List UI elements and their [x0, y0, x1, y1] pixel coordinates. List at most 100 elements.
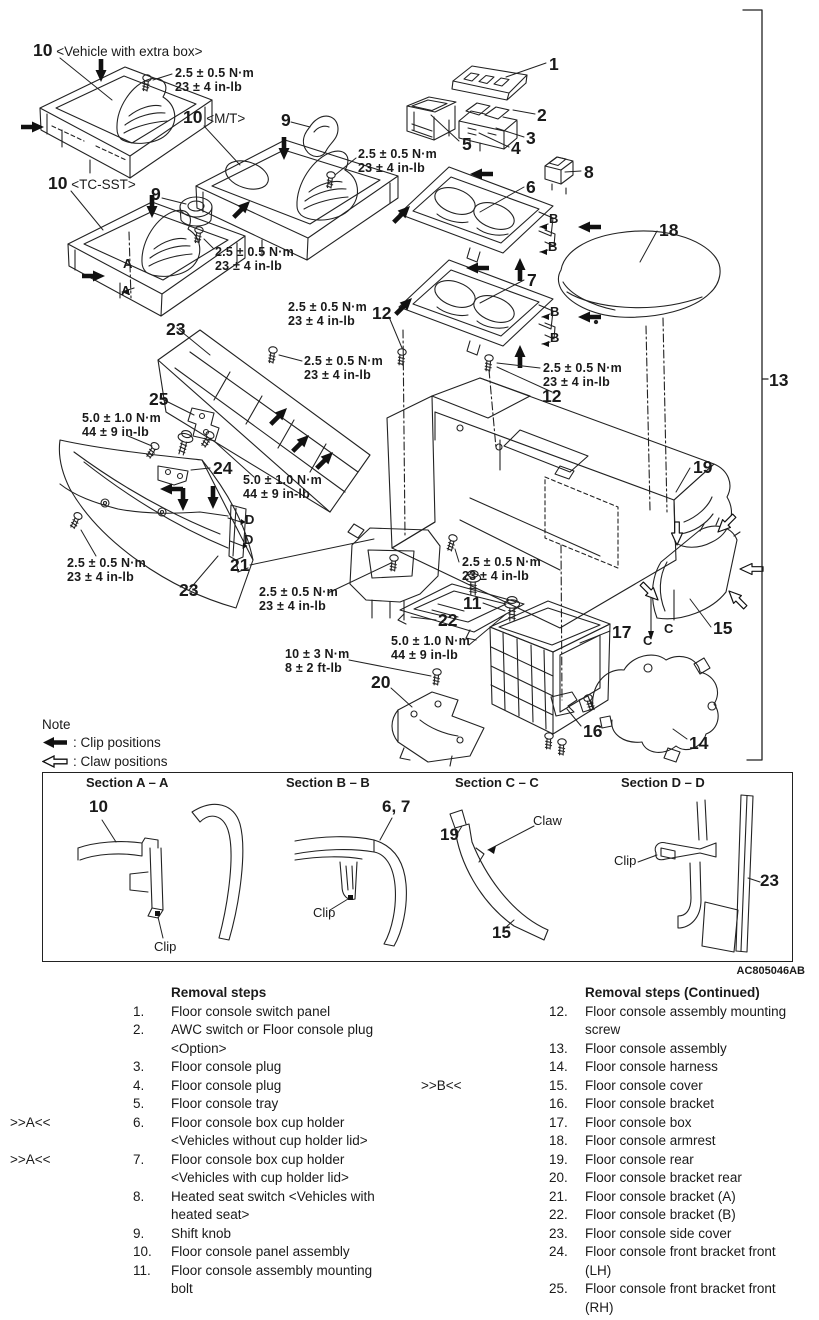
callout-19: 19 [693, 457, 713, 477]
callout-15: 15 [713, 618, 733, 638]
callout-4: 4 [511, 138, 521, 158]
callout-18: 18 [659, 220, 679, 240]
callout-24: 24 [213, 458, 233, 478]
torque-label: 2.5 ± 0.5 N·m 23 ± 4 in-lb [304, 354, 383, 382]
doc-code: AC805046AB [736, 965, 805, 977]
part-20-bracket-rear [392, 692, 484, 766]
section-b-b-art [295, 818, 406, 946]
step-text: Floor console front bracket front(RH) [585, 1281, 776, 1315]
step-number: 8. [133, 1188, 145, 1204]
callout-16: 16 [583, 721, 603, 741]
torque-label: 2.5 ± 0.5 N·m 23 ± 4 in-lb [175, 66, 254, 94]
step-number: 25. [549, 1281, 568, 1296]
section-view-label: 6, 7 [382, 797, 411, 816]
step-text: Floor console armrest [585, 1133, 716, 1148]
removal-step-item: 18.Floor console armrest [421, 1132, 819, 1151]
part-2-3-4-switches [459, 103, 517, 151]
part-16-bracket [551, 692, 577, 716]
note-title: Note [42, 717, 71, 732]
removal-steps-heading-left: Removal steps [171, 985, 267, 1000]
removal-steps-left: Removal steps 1.Floor console switch pan… [0, 984, 420, 1299]
removal-step-item: 3.Floor console plug [0, 1058, 420, 1077]
section-view-label: 10 [89, 797, 108, 816]
step-text: Shift knob [171, 1225, 232, 1241]
part-10-panel-extra-box [40, 67, 212, 178]
section-view-label: Clip [154, 939, 177, 954]
step-text: Floor console box [585, 1114, 692, 1130]
removal-step-item: 21.Floor console bracket (A) [421, 1188, 819, 1207]
torque-label: 2.5 ± 0.5 N·m 23 ± 4 in-lb [215, 245, 294, 273]
callout-10: 10 <TC-SST> [48, 173, 136, 193]
callout-1: 1 [549, 54, 559, 74]
callout-23: 23 [166, 319, 186, 339]
torque-label: 5.0 ± 1.0 N·m 44 ± 9 in-lb [82, 411, 161, 439]
section-view-label: Clip [313, 905, 336, 920]
step-text: Floor console bracket rear [585, 1170, 742, 1185]
section-views-box [42, 772, 793, 962]
step-marker: >>B<< [421, 1077, 462, 1093]
callout-10: 10 <Vehicle with extra box> [33, 40, 203, 60]
callout-9: 9 [151, 184, 161, 204]
callout-2: 2 [537, 105, 547, 125]
removal-step-item: 1.Floor console switch panel [0, 1003, 420, 1022]
step-number: 24. [549, 1244, 568, 1259]
torque-label: 2.5 ± 0.5 N·m 23 ± 4 in-lb [259, 585, 338, 613]
note-legend-row: : Claw positions [42, 752, 262, 771]
section-view-label: 19 [440, 825, 459, 844]
step-number: 15. [549, 1077, 568, 1093]
section-title-3: Section D – D [621, 775, 705, 790]
torque-label: 2.5 ± 0.5 N·m 23 ± 4 in-lb [543, 361, 622, 389]
section-view-label: Clip [614, 853, 637, 868]
removal-step-item: 20. Floor console bracket rear [421, 1169, 819, 1188]
callout-20: 20 [371, 672, 391, 692]
step-marker: >>A<< [10, 1151, 51, 1167]
callout-6: 6 [526, 177, 536, 197]
callout-13: 13 [769, 370, 789, 390]
callout-suffix: <TC-SST> [67, 177, 136, 192]
note-legend-text: : Clip positions [73, 735, 161, 750]
section-title-1: Section B – B [286, 775, 370, 790]
step-text: Floor console bracket (B) [585, 1207, 736, 1222]
removal-step-item: >>B<<15.Floor console cover [421, 1077, 819, 1096]
callout-5: 5 [462, 134, 472, 154]
torque-label: 5.0 ± 1.0 N·m 44 ± 9 in-lb [243, 473, 322, 501]
step-text: Floor console rear [585, 1151, 694, 1167]
step-text: Floor console plug [171, 1059, 282, 1074]
part-1-switch-panel [452, 66, 527, 100]
step-number: 6. [133, 1114, 145, 1130]
step-number: 20. [549, 1170, 568, 1185]
step-number: 5. [133, 1096, 145, 1111]
callout-7: 7 [527, 270, 537, 290]
part-21-bracket-a [348, 524, 440, 620]
step-text: AWC switch or Floor console plug<Option> [171, 1022, 374, 1056]
part-8-heated-seat-switch [545, 157, 573, 194]
removal-step-item: 17.Floor console box [421, 1114, 819, 1133]
part-9-shift-knob-tcsst [180, 197, 212, 226]
note-legend-text: : Claw positions [73, 754, 168, 769]
step-text: Floor console bracket [585, 1096, 715, 1111]
callout-17: 17 [612, 622, 632, 642]
torque-label: 2.5 ± 0.5 N·m 23 ± 4 in-lb [67, 556, 146, 584]
part-22-bracket-b [398, 584, 524, 640]
step-text: Floor console bracket (A) [585, 1188, 736, 1204]
part-7-cup-holder [399, 260, 555, 355]
step-number: 2. [133, 1022, 145, 1037]
step-number: 10. [133, 1244, 152, 1259]
callout-22: 22 [438, 610, 458, 630]
step-marker: >>A<< [10, 1114, 51, 1130]
step-number: 9. [133, 1225, 145, 1241]
note-legend: Note : Clip positions : Claw positions [42, 716, 262, 771]
removal-step-item: 9. Shift knob [0, 1225, 420, 1244]
callout-25: 25 [149, 389, 169, 409]
removal-steps-right: Removal steps (Continued) 12.Floor conso… [421, 984, 819, 1317]
callout-12: 12 [542, 386, 562, 406]
section-a-a-art [78, 804, 243, 940]
section-view-label: 23 [760, 871, 779, 890]
